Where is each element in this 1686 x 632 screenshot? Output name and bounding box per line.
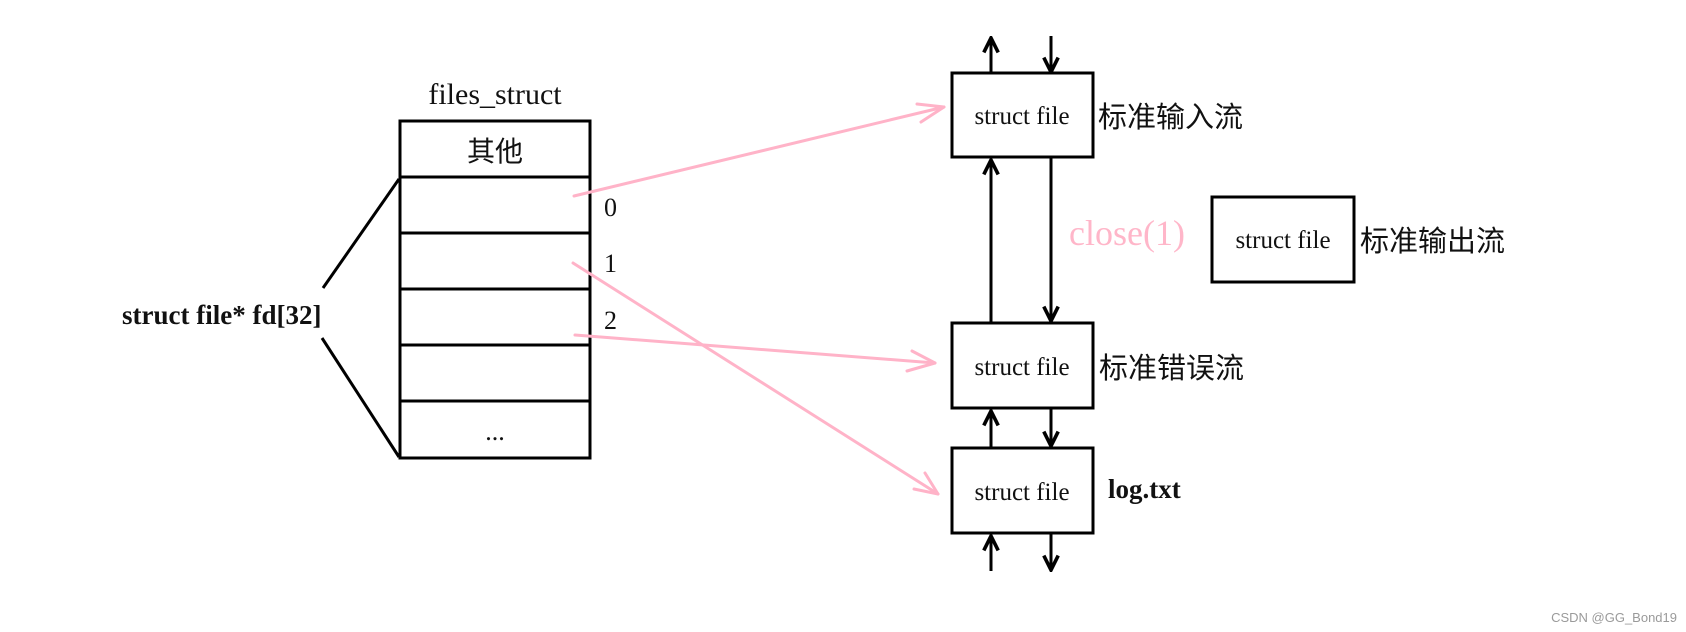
file-box-label: struct file: [974, 479, 1069, 506]
files-struct-title: files_struct: [428, 78, 562, 111]
pointer-arrow-fd0: [572, 102, 946, 198]
fd-index-0: 0: [604, 193, 617, 222]
file-node-log: struct file log.txt: [950, 446, 1181, 535]
file-side-label: log.txt: [1108, 474, 1181, 504]
fd-pointer-arrows: [571, 102, 946, 496]
arrowhead-icon: [912, 471, 940, 496]
fd-array-label: struct file* fd[32]: [122, 300, 321, 330]
close-annotation: close(1): [1069, 213, 1185, 253]
file-box-label: struct file: [974, 354, 1069, 381]
file-box: [950, 321, 1095, 410]
file-box-label: struct file: [974, 103, 1069, 130]
file-node-stdin: struct file 标准输入流: [950, 71, 1243, 159]
other-cell-label: 其他: [467, 136, 523, 168]
file-node-stdout: struct file 标准输出流: [1210, 195, 1505, 284]
watermark: CSDN @GG_Bond19: [1551, 610, 1677, 625]
fd-index-1: 1: [604, 249, 617, 278]
file-side-label: 标准错误流: [1099, 352, 1244, 385]
pointer-line: [573, 333, 937, 365]
pointer-line: [572, 105, 946, 198]
bracket-lower-line: [320, 337, 401, 458]
bracket-upper-line: [321, 178, 401, 289]
file-side-label: 标准输入流: [1098, 101, 1243, 134]
file-box-label: struct file: [1235, 227, 1330, 254]
arrowhead-icon: [905, 349, 937, 373]
pointer-line: [571, 261, 940, 496]
file-node-stderr: struct file 标准错误流: [950, 321, 1244, 410]
file-box: [950, 71, 1095, 159]
file-box: [950, 446, 1095, 535]
ellipsis-cell-label: ...: [485, 417, 505, 446]
file-side-label: 标准输出流: [1360, 225, 1505, 258]
pointer-arrow-fd1: [571, 261, 940, 496]
arrowhead-icon: [915, 102, 946, 124]
list-links: [991, 36, 1051, 571]
fd-table: 其他 ...: [398, 119, 592, 460]
fd-index-2: 2: [604, 306, 617, 335]
pointer-arrow-fd2: [573, 333, 937, 373]
file-box: [1210, 195, 1356, 284]
